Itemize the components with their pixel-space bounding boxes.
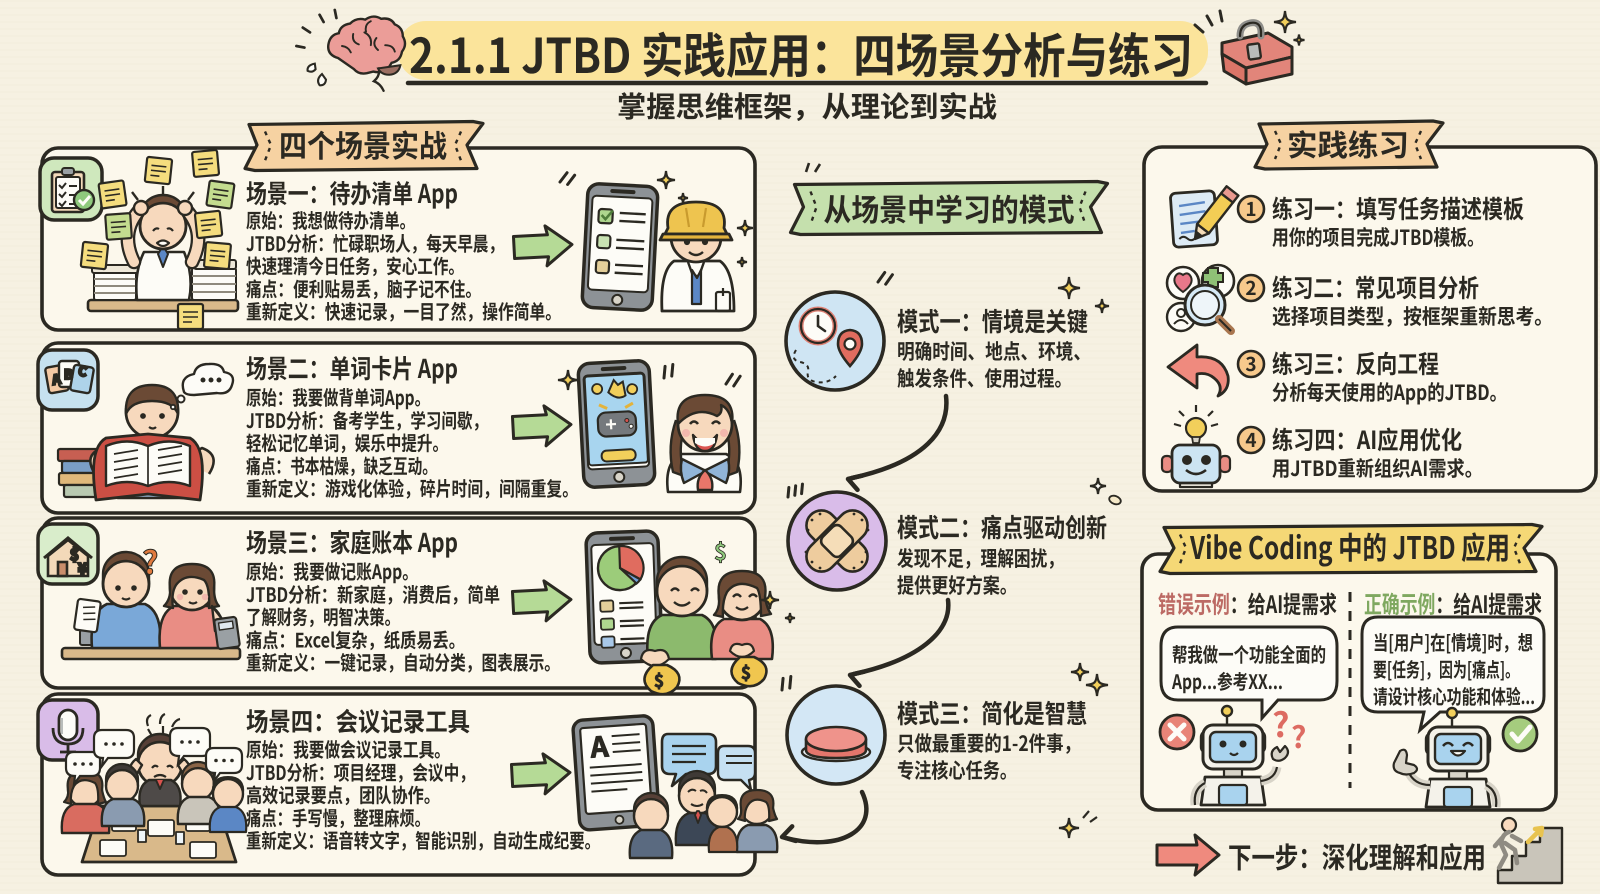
svg-text:场景二：单词卡片 App: 场景二：单词卡片 App xyxy=(246,349,458,386)
svg-text:练习四：AI应用优化: 练习四：AI应用优化 xyxy=(1272,421,1462,457)
svg-text:?: ? xyxy=(1272,698,1289,747)
svg-text:重新定义：游戏化体验，碎片时间，间隔重复。: 重新定义：游戏化体验，碎片时间，间隔重复。 xyxy=(246,473,578,502)
svg-text:原始：我要做会议记录工具。: 原始：我要做会议记录工具。 xyxy=(246,734,450,763)
svg-text:$: $ xyxy=(741,659,751,684)
svg-text:模式二：痛点驱动创新: 模式二：痛点驱动创新 xyxy=(897,508,1107,545)
svg-text:场景四：会议记录工具: 场景四：会议记录工具 xyxy=(246,702,470,739)
svg-text:专注核心任务。: 专注核心任务。 xyxy=(897,755,1017,785)
svg-text:要[任务]，因为[痛点]。: 要[任务]，因为[痛点]。 xyxy=(1373,654,1519,683)
svg-text:Vibe Coding 中的 JTBD 应用: Vibe Coding 中的 JTBD 应用 xyxy=(1189,523,1510,568)
svg-text:用你的项目完成JTBD模板。: 用你的项目完成JTBD模板。 xyxy=(1272,222,1484,252)
svg-text:场景一：待办清单 App: 场景一：待办清单 App xyxy=(246,174,458,211)
svg-text:轻松记忆单词，娱乐中提升。: 轻松记忆单词，娱乐中提升。 xyxy=(246,428,448,457)
svg-text:实践练习: 实践练习 xyxy=(1287,121,1409,165)
svg-text:场景三：家庭账本 App: 场景三：家庭账本 App xyxy=(246,523,458,560)
svg-text:痛点：便利贴易丢，脑子记不住。: 痛点：便利贴易丢，脑子记不住。 xyxy=(246,273,481,302)
svg-text:3: 3 xyxy=(1245,350,1256,377)
svg-text:重新定义：快速记录，一目了然，操作简单。: 重新定义：快速记录，一目了然，操作简单。 xyxy=(246,296,561,325)
svg-text:提供更好方案。: 提供更好方案。 xyxy=(897,570,1017,600)
svg-text:用JTBD重新组织AI需求。: 用JTBD重新组织AI需求。 xyxy=(1272,453,1483,483)
svg-text:发现不足，理解困扰，: 发现不足，理解困扰， xyxy=(897,543,1064,573)
svg-text:4: 4 xyxy=(1245,426,1256,453)
svg-text:错误示例：给AI提需求: 错误示例：给AI提需求 xyxy=(1158,585,1337,620)
svg-text:只做最重要的1-2件事，: 只做最重要的1-2件事， xyxy=(897,728,1081,758)
svg-text:高效记录要点，团队协作。: 高效记录要点，团队协作。 xyxy=(246,780,440,809)
svg-text:重新定义：一键记录，自动分类，图表展示。: 重新定义：一键记录，自动分类，图表展示。 xyxy=(246,647,560,676)
svg-text:当[用户]在[情境]时，想: 当[用户]在[情境]时，想 xyxy=(1373,627,1533,656)
svg-text:练习二：常见项目分析: 练习二：常见项目分析 xyxy=(1272,269,1479,305)
svg-text:下一步：深化理解和应用: 下一步：深化理解和应用 xyxy=(1228,835,1486,877)
svg-text:1: 1 xyxy=(1245,195,1256,222)
svg-text:JTBD分析：新家庭，消费后，简单: JTBD分析：新家庭，消费后，简单 xyxy=(246,579,500,608)
svg-text:了解财务，明智决策。: 了解财务，明智决策。 xyxy=(246,602,400,631)
svg-text:App...参考XX...: App...参考XX... xyxy=(1171,666,1283,695)
svg-text:原始：我要做背单词App。: 原始：我要做背单词App。 xyxy=(246,382,430,411)
svg-text:触发条件、使用过程。: 触发条件、使用过程。 xyxy=(897,363,1072,393)
svg-text:四个场景实战: 四个场景实战 xyxy=(279,121,447,166)
svg-text:$: $ xyxy=(70,544,79,565)
svg-text:$: $ xyxy=(654,667,664,692)
svg-text:模式三：简化是智慧: 模式三：简化是智慧 xyxy=(897,694,1087,731)
svg-text:快速理清今日任务，安心工作。: 快速理清今日任务，安心工作。 xyxy=(246,251,464,280)
svg-text:JTBD分析：忙碌职场人，每天早晨，: JTBD分析：忙碌职场人，每天早晨， xyxy=(246,228,504,257)
svg-text:?: ? xyxy=(142,538,158,584)
svg-text:选择项目类型，按框架重新思考。: 选择项目类型，按框架重新思考。 xyxy=(1272,301,1553,331)
svg-text:B: B xyxy=(64,364,73,383)
svg-text:¥: ¥ xyxy=(78,558,87,579)
svg-text:帮我做一个功能全面的: 帮我做一个功能全面的 xyxy=(1172,639,1326,668)
svg-text:痛点：手写慢，整理麻烦。: 痛点：手写慢，整理麻烦。 xyxy=(246,802,430,831)
svg-text:分析每天使用的App的JTBD。: 分析每天使用的App的JTBD。 xyxy=(1272,377,1507,407)
svg-text:2.1.1 JTBD 实践应用：四场景分析与练习: 2.1.1 JTBD 实践应用：四场景分析与练习 xyxy=(409,17,1193,87)
svg-text:痛点：书本枯燥，缺乏互动。: 痛点：书本枯燥，缺乏互动。 xyxy=(246,450,437,479)
svg-text:正确示例：给AI提需求: 正确示例：给AI提需求 xyxy=(1364,585,1542,620)
svg-text:重新定义：语音转文字，智能识别，自动生成纪要。: 重新定义：语音转文字，智能识别，自动生成纪要。 xyxy=(246,825,600,854)
svg-text:从场景中学习的模式: 从场景中学习的模式 xyxy=(824,185,1075,230)
svg-text:$: $ xyxy=(714,535,727,567)
svg-text:模式一：情境是关键: 模式一：情境是关键 xyxy=(897,302,1088,339)
svg-text:痛点：Excel复杂，纸质易丢。: 痛点：Excel复杂，纸质易丢。 xyxy=(246,624,465,653)
svg-text:JTBD分析：备考学生，学习间歇，: JTBD分析：备考学生，学习间歇， xyxy=(246,405,488,434)
svg-text:2: 2 xyxy=(1245,274,1256,301)
svg-text:掌握思维框架，从理论到实战: 掌握思维框架，从理论到实战 xyxy=(617,84,997,126)
svg-text:练习三：反向工程: 练习三：反向工程 xyxy=(1272,345,1439,381)
svg-text:A: A xyxy=(588,725,611,766)
svg-text:明确时间、地点、环境、: 明确时间、地点、环境、 xyxy=(897,336,1091,366)
svg-text:?: ? xyxy=(1291,713,1306,757)
svg-text:JTBD分析：项目经理，会议中，: JTBD分析：项目经理，会议中， xyxy=(246,757,475,786)
svg-text:原始：我想做待办清单。: 原始：我想做待办清单。 xyxy=(246,205,415,234)
svg-text:练习一：填写任务描述模板: 练习一：填写任务描述模板 xyxy=(1272,190,1524,226)
svg-text:请设计核心功能和体验...: 请设计核心功能和体验... xyxy=(1373,681,1535,710)
svg-text:原始：我要做记账App。: 原始：我要做记账App。 xyxy=(246,556,418,585)
